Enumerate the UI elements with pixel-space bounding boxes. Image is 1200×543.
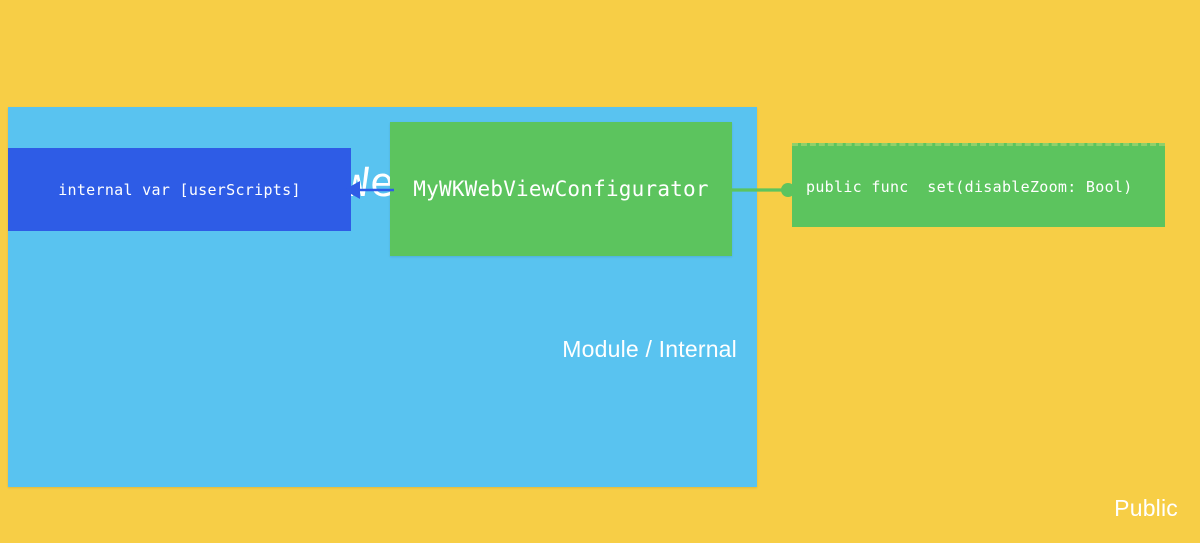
node-userscripts[interactable]: internal var [userScripts] xyxy=(8,148,351,231)
module-scope-label: Module / Internal xyxy=(562,336,737,362)
public-scope-label: Public xyxy=(1114,495,1178,521)
node-public-api[interactable]: public func set(disableZoom: Bool) xyxy=(792,143,1165,227)
node-public-api-label: public func set(disableZoom: Bool) xyxy=(806,177,1133,196)
node-userscripts-label: internal var [userScripts] xyxy=(58,180,301,199)
node-configurator-label: MyWKWebViewConfigurator xyxy=(413,177,709,201)
node-configurator[interactable]: MyWKWebViewConfigurator xyxy=(390,122,732,256)
